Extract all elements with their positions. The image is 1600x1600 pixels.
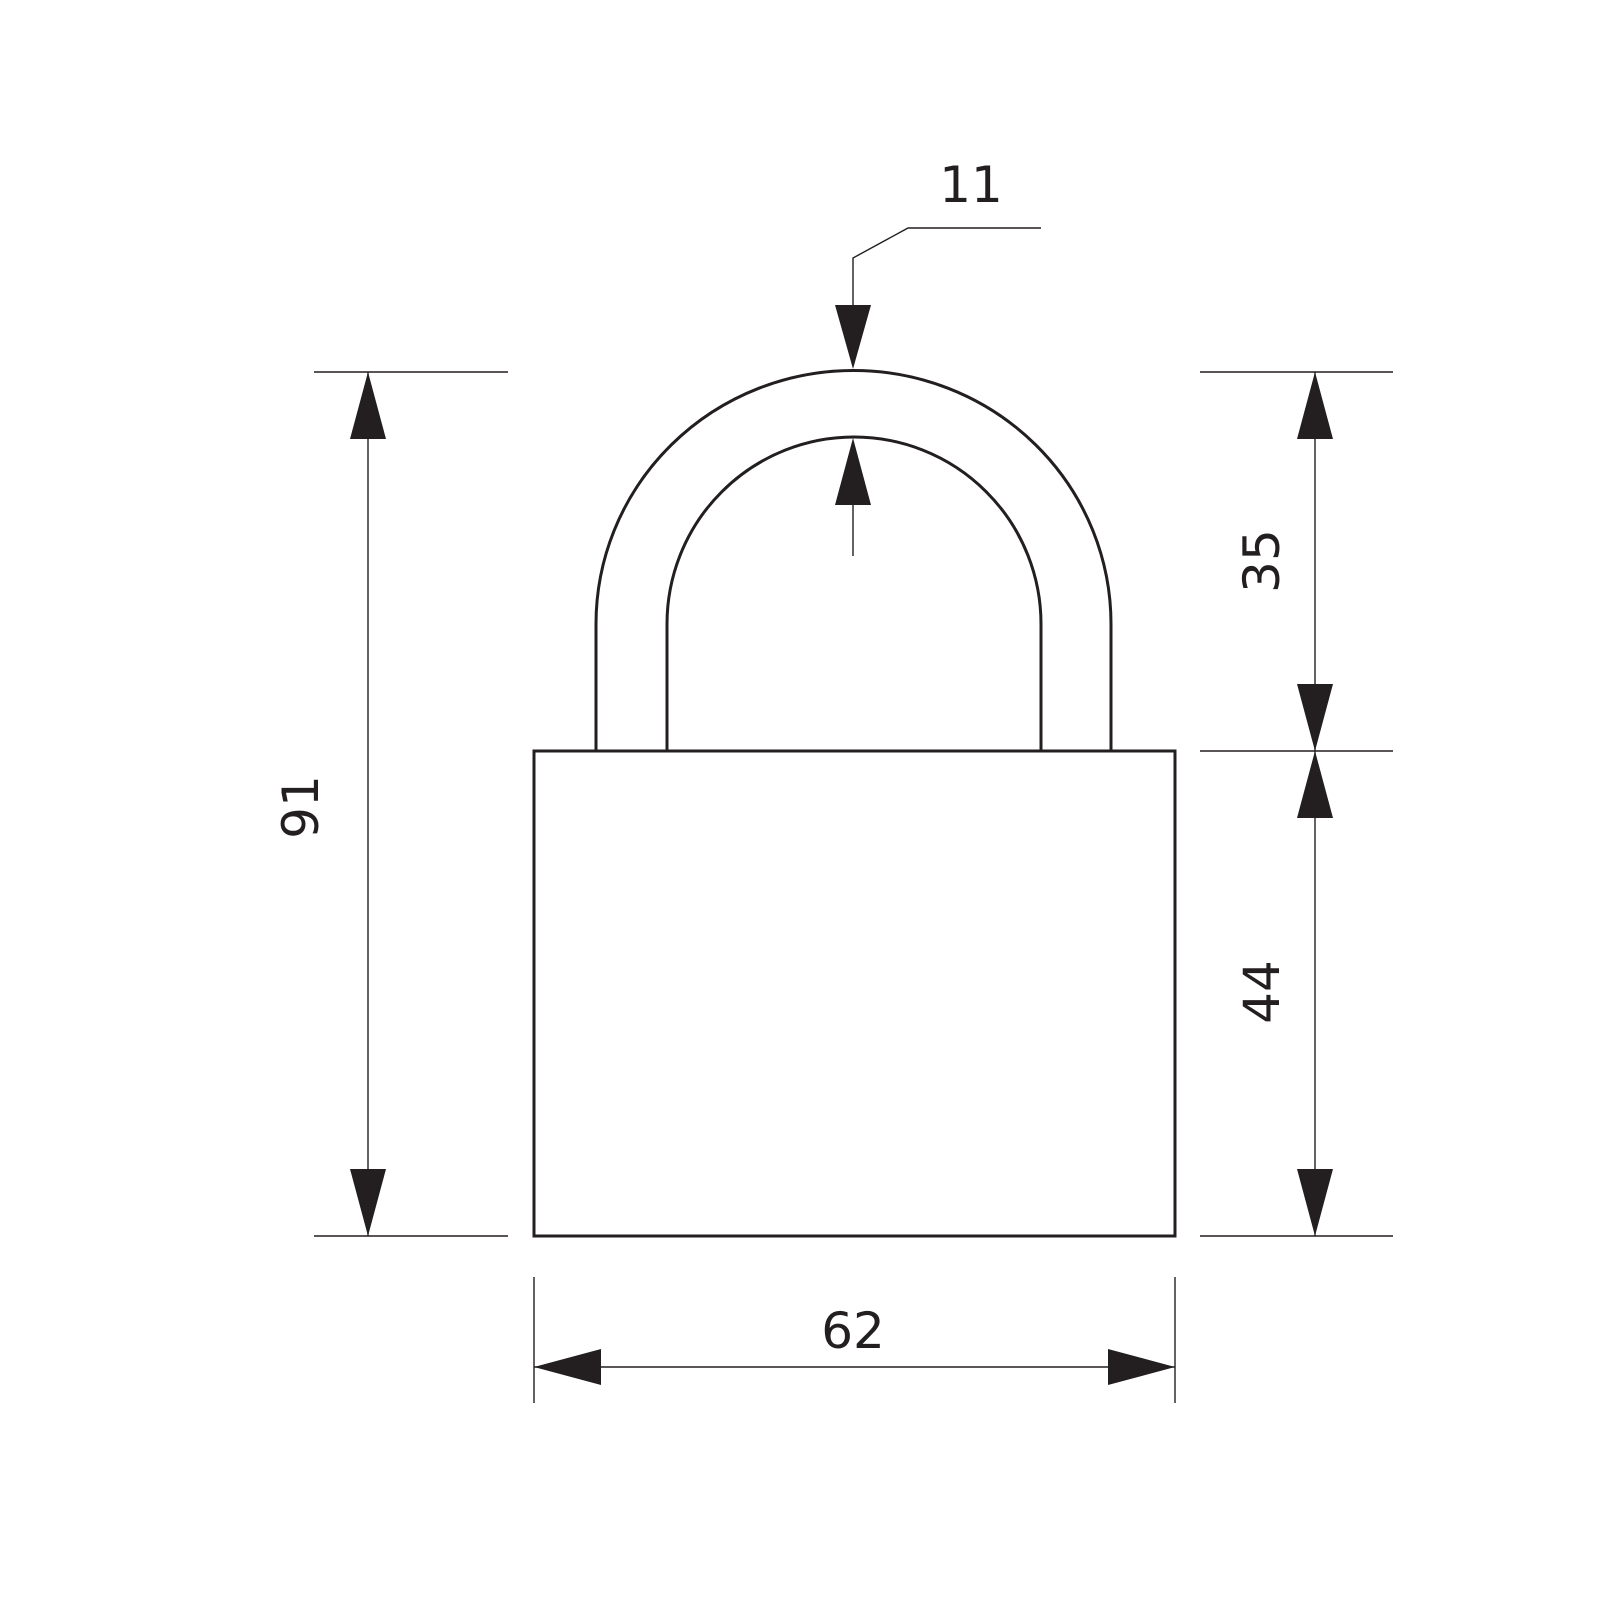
arrow-down-icon (1297, 684, 1333, 751)
shackle-inner (665, 435, 1043, 751)
padlock-body (532, 749, 1177, 1238)
arrow-up-icon (835, 438, 871, 505)
arrow-up-icon (1297, 751, 1333, 818)
shackle-outer (594, 369, 1113, 751)
shackle-clearance-dimension: 35 (1200, 371, 1393, 752)
body-height-dimension: 44 (1200, 751, 1393, 1237)
arrow-up-icon (1297, 372, 1333, 439)
shackle-thickness-label: 11 (939, 156, 1003, 214)
arrow-right-icon (1108, 1349, 1175, 1385)
arrow-left-icon (534, 1349, 601, 1385)
leader-line (852, 227, 1041, 310)
overall-height-label: 91 (272, 775, 330, 839)
arrow-down-icon (835, 305, 871, 369)
overall-height-dimension: 91 (272, 371, 508, 1237)
body-width-dimension: 62 (533, 1277, 1176, 1403)
shackle-thickness-dimension: 11 (835, 156, 1041, 556)
arrow-down-icon (1297, 1169, 1333, 1236)
body-width-label: 62 (821, 1302, 885, 1360)
arrow-down-icon (350, 1169, 386, 1236)
arrow-up-icon (350, 372, 386, 439)
shackle-clearance-label: 35 (1233, 529, 1291, 593)
body-height-label: 44 (1233, 960, 1291, 1024)
